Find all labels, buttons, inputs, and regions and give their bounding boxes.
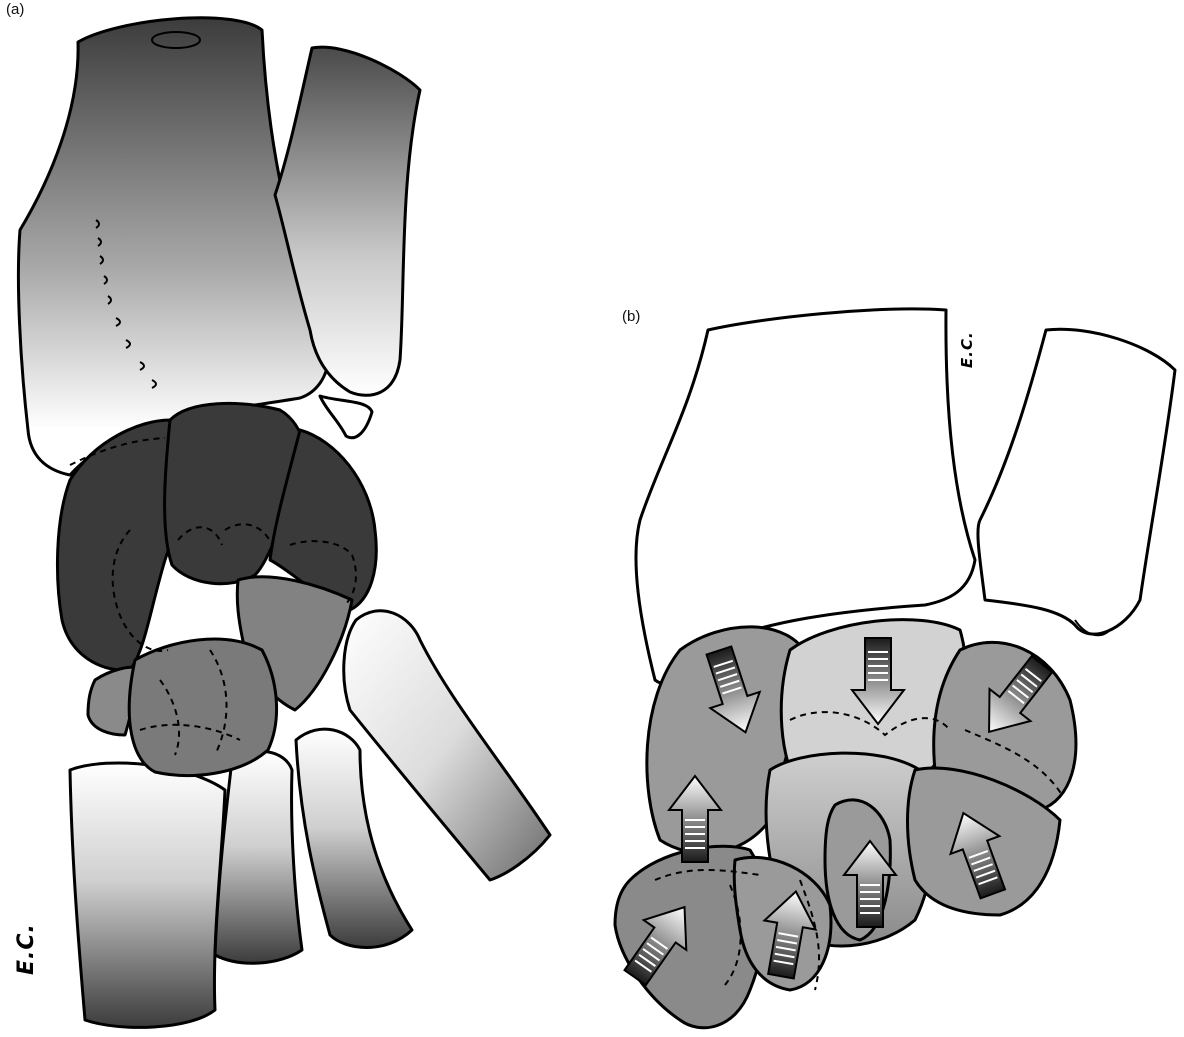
panel-b — [614, 309, 1175, 1028]
ulna-styloid — [320, 396, 372, 438]
panel-a — [18, 18, 550, 1028]
trapezoid-grey — [129, 639, 276, 775]
artist-signature-b: E.C. — [958, 331, 976, 368]
radius-bone — [18, 18, 329, 475]
artist-signature-a: E.C. — [14, 923, 39, 975]
metacarpal-5 — [70, 763, 225, 1027]
metacarpal-2 — [344, 611, 550, 880]
panel-a-label: (a) — [6, 1, 24, 18]
ulna-outline — [978, 329, 1175, 634]
metacarpal-4 — [215, 751, 302, 963]
panel-b-label: (b) — [622, 308, 640, 325]
